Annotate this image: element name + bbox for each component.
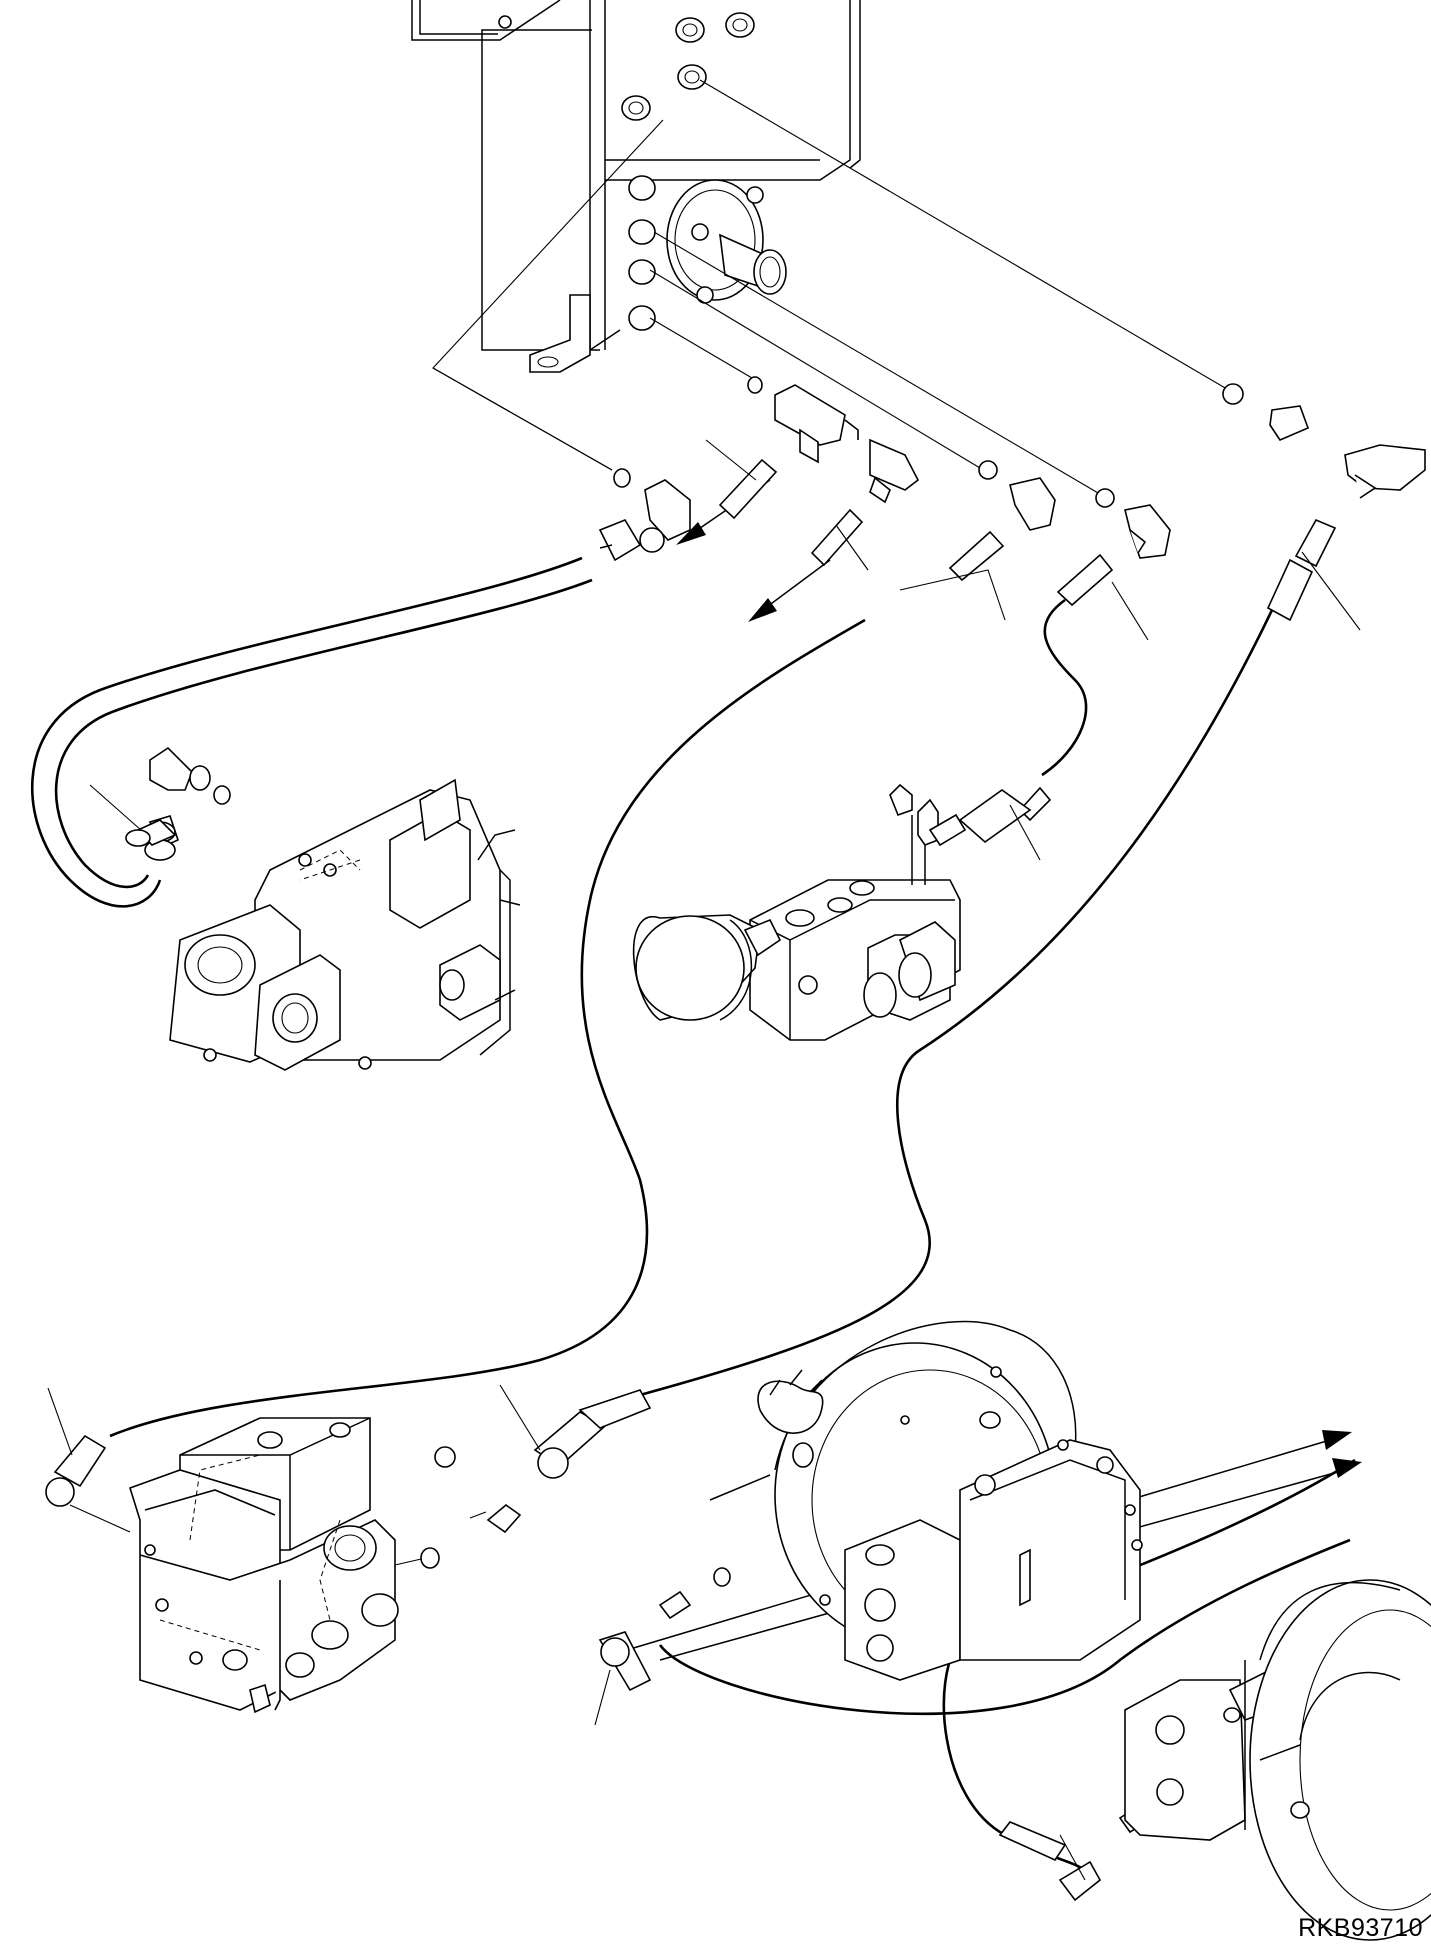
motor-hose-front: [660, 1540, 1350, 1714]
suction-fittings: [600, 469, 690, 560]
drawing-reference-code: RKB93710: [1298, 1914, 1423, 1942]
suction-hose: [32, 558, 592, 906]
right-tee-fittings: [1223, 384, 1425, 498]
accumulator-valve-block: [634, 785, 965, 1040]
hst-pump: [130, 1418, 398, 1712]
gear-pump: [145, 748, 520, 1070]
pilot-hose-accumulator: [1042, 600, 1086, 775]
hydraulic-tank: [412, 0, 860, 372]
pressure-hose-to-hst: [110, 620, 865, 1436]
clamp-fittings: [126, 820, 175, 846]
travel-motor-right: [1125, 1580, 1431, 1940]
hst-leader-lines: [70, 1505, 486, 1568]
elbow-fittings-mid: [979, 461, 1170, 558]
tank-center-lines: [433, 80, 1232, 500]
callout-leaders: [48, 440, 1360, 1880]
tee-fitting-group: [748, 377, 918, 502]
travel-motor-left: [710, 1321, 1142, 1680]
